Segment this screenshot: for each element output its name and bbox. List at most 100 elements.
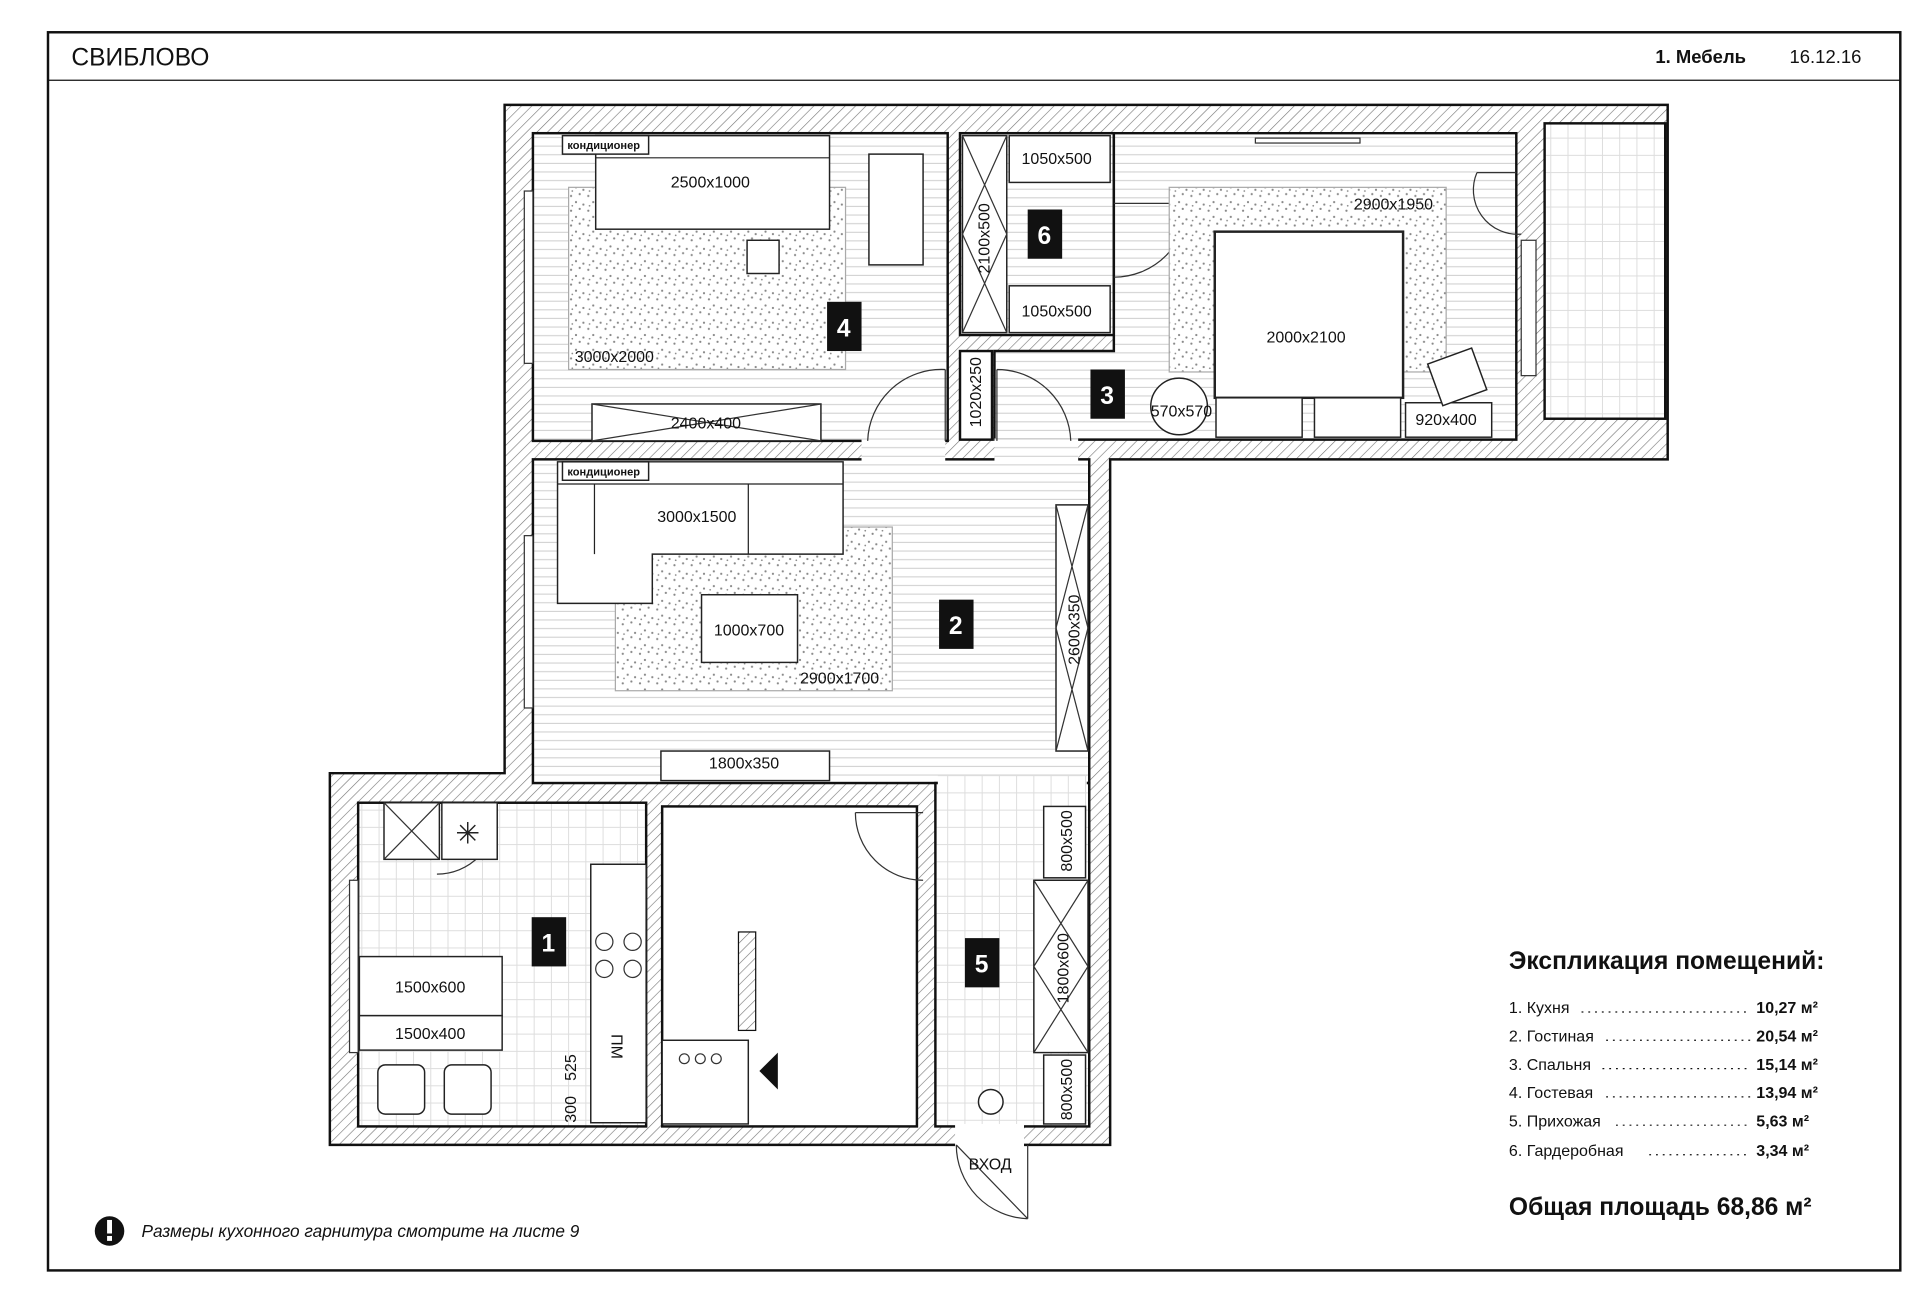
armchair-room3[interactable] [1426,347,1488,407]
explication-row: 1. Кухня 10,27 м² [1509,1000,1818,1017]
label-hall-wardrobe: 1800x600 [1055,933,1072,1003]
bed[interactable] [1213,230,1405,400]
explication-area: 15,14 м² [1756,1057,1818,1074]
door-opening-3-2 [994,438,1079,462]
chair-2 [443,1064,492,1115]
label-bed: 2000x2100 [1266,329,1345,346]
nightstand-left [1215,397,1303,438]
label-rug-room4: 3000x2000 [575,349,654,366]
window-room2 [523,535,534,709]
kitchen-note: Размеры кухонного гарнитура смотрите на … [142,1221,580,1241]
sofa-room2[interactable] [556,461,844,605]
kitchen-counter[interactable] [590,863,647,1124]
sheet-name: 1. Мебель [1655,46,1746,67]
label-round-table: 570x570 [1151,403,1212,420]
label-kitchen-table: 1500x600 [395,979,465,996]
tv-stand-room2[interactable] [660,750,831,782]
explication-area: 20,54 м² [1756,1029,1818,1046]
fan-icon: ✳ [455,817,480,850]
label-closet: 1020x250 [968,357,985,427]
label-entrance: ВХОД [969,1157,1012,1174]
hall-wardrobe[interactable] [1033,879,1089,1054]
label-cabinet-room4: 2400x400 [671,416,741,433]
balcony-floor [1543,122,1667,420]
door-entrance[interactable] [955,1144,1029,1220]
explication-area: 13,94 м² [1756,1085,1818,1102]
sheet-frame [46,31,1902,1272]
wardrobe-6-top[interactable] [1008,134,1111,184]
label-cabinet-room3: 920x400 [1415,412,1476,429]
cabinet-room3[interactable] [1404,401,1493,438]
room-number-3-text: 3 [1100,383,1114,410]
kitchen-bench[interactable] [358,1014,503,1051]
label-dishwasher: ПМ [608,1034,625,1059]
label-sofa-room4: 2500x1000 [671,174,750,191]
door-bathroom[interactable] [854,811,924,881]
label-ac-room4: кондиционер [567,140,640,152]
explication-name: 2. Гостиная [1509,1029,1594,1046]
door-room3[interactable] [996,368,1072,441]
window-kitchen [348,879,359,1054]
washing-machine [661,1039,750,1125]
bathroom-partition [737,931,757,1032]
explication-row: 4. Гостевая 13,94 м² [1509,1085,1818,1102]
room-number-6 [1027,209,1063,259]
room-number-5-text: 5 [975,952,989,979]
explication-row: 5. Прихожая 5,63 м² [1509,1113,1809,1130]
kitchen-table[interactable] [358,955,503,1017]
label-sofa-room2: 3000x1500 [657,509,736,526]
explication-row: 6. Гардеробная 3,34 м² [1509,1143,1809,1160]
explication-area: 5,63 м² [1756,1113,1809,1130]
explication-area: 10,27 м² [1756,1000,1818,1017]
window-room4 [523,190,534,364]
room-number-3 [1090,369,1125,419]
round-table[interactable] [1150,377,1209,436]
coffee-table-room4[interactable] [746,239,780,275]
tv-room3 [1254,137,1361,144]
room-number-1 [531,917,567,967]
ac-room2 [561,461,650,482]
explication-name: 1. Кухня [1509,1000,1570,1017]
label-ac-room2: кондиционер [567,466,640,478]
explication-title: Экспликация помещений: [1509,948,1825,975]
wardrobe-6-bottom[interactable] [1008,285,1111,334]
label-wardrobe-room2: 2600x350 [1066,594,1083,664]
label-dim-300: 300 [563,1096,580,1123]
person-icon [977,1088,1004,1115]
door-balcony[interactable] [1472,171,1522,235]
label-wardrobe-6-bottom: 1050x500 [1022,304,1092,321]
coffee-table-room2[interactable] [700,593,799,664]
entrance-opening [955,1123,1024,1149]
door-room4[interactable] [867,368,946,441]
label-tv-stand: 1800x350 [709,755,779,772]
hall-shelf-top[interactable] [1042,805,1087,879]
door-opening-4-2 [861,438,946,462]
label-wardrobe-6-side: 2100x500 [977,203,994,273]
cooker-hood [441,801,498,861]
explication-name: 3. Спальня [1509,1057,1591,1074]
sheet-date: 16.12.16 [1790,46,1862,67]
total-area: Общая площадь 68,86 м² [1509,1194,1812,1221]
hall-shelf-bottom[interactable] [1042,1054,1087,1125]
label-coffee-table-room2: 1000x700 [714,622,784,639]
label-wardrobe-6-top: 1050x500 [1022,151,1092,168]
room-number-4 [827,301,862,352]
opening-2-5 [937,775,1087,788]
room-number-2-text: 2 [949,613,963,640]
nightstand-right [1313,397,1402,438]
explication-name: 5. Прихожая [1509,1113,1601,1130]
explication-name: 6. Гардеробная [1509,1143,1624,1160]
closet-floor [958,349,994,441]
explication-row: 3. Спальня 15,14 м² [1509,1057,1818,1074]
explication-table: Экспликация помещений: 1. Кухня 10,27 м²… [1509,948,1825,1221]
room-number-2 [939,599,974,649]
explication-name: 4. Гостевая [1509,1085,1593,1102]
ac-room4 [561,134,650,155]
wardrobe-room2[interactable] [1055,504,1089,752]
desk-room4[interactable] [868,153,924,266]
explication-area: 3,34 м² [1756,1143,1809,1160]
explication-row: 2. Гостиная 20,54 м² [1509,1029,1818,1046]
room-number-6-text: 6 [1038,223,1052,250]
room-number-5 [964,938,1000,988]
